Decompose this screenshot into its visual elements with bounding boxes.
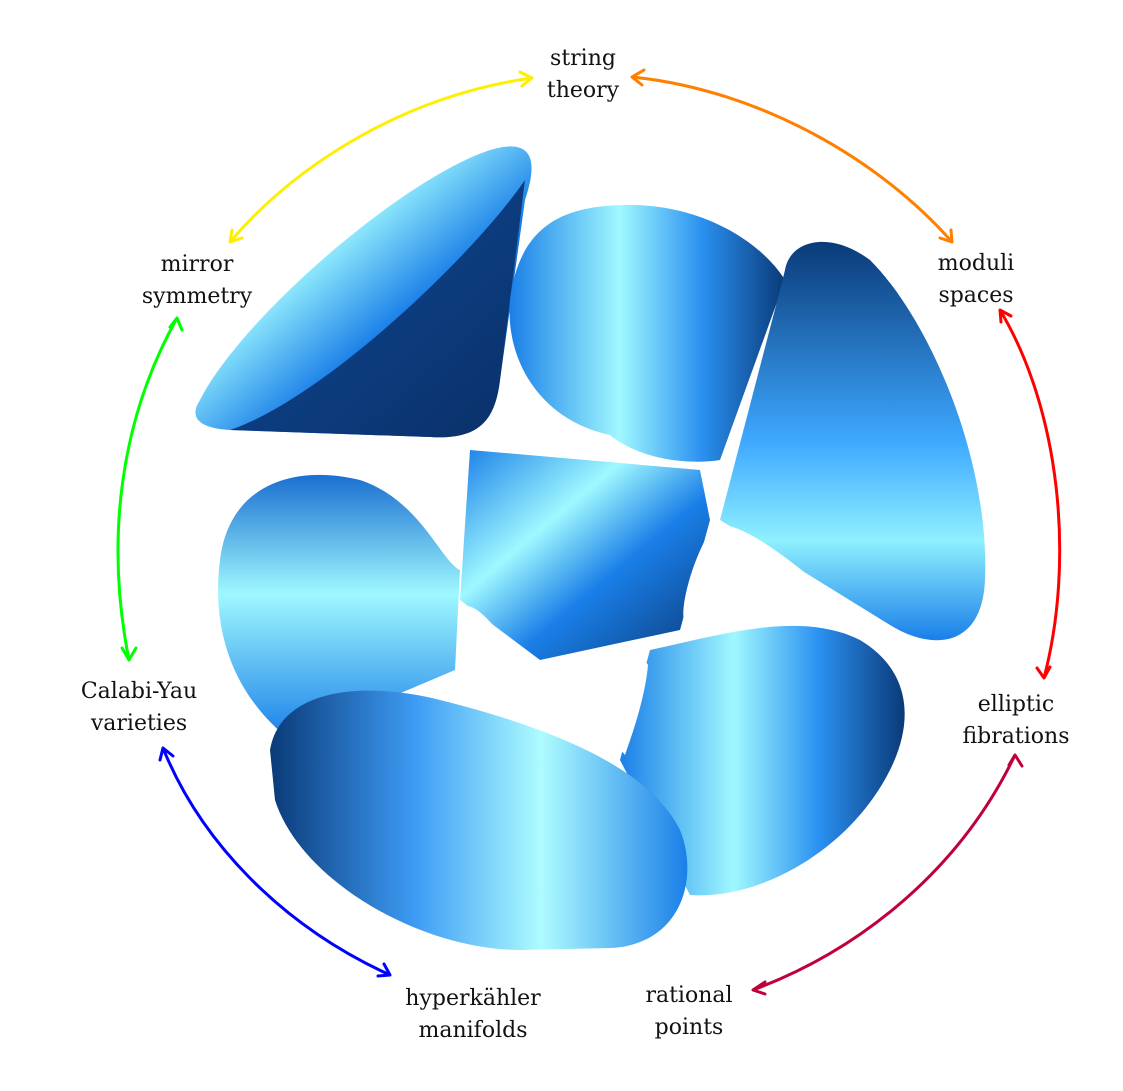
surface-cone-bottom [270,690,688,950]
node-label-line: symmetry [141,284,253,309]
node-label-line: rational [645,983,733,1008]
surface-center [460,450,710,660]
node-string-theory: string theory [547,43,619,107]
node-label-line: varieties [90,711,188,736]
surface-hole-3 [458,606,510,670]
arrow-moduli-elliptic [998,309,1062,679]
node-label-line: elliptic [977,692,1055,717]
surface-hole-1 [683,524,820,636]
surface-cone-top [509,205,785,462]
node-label-line: mirror [160,252,234,277]
node-moduli-spaces: moduli spaces [938,248,1014,312]
surface-cone-top-left-inner [230,180,525,438]
arrow-string-moduli [631,75,954,243]
node-label-line: hyperkähler [405,986,541,1011]
node-label-line: string [550,46,616,71]
node-label-line: spaces [938,283,1014,308]
node-label-line: manifolds [418,1018,528,1043]
surface-cone-left [218,474,460,740]
surface-hole-2 [559,657,648,755]
node-label-line: Calabi-Yau [80,679,198,704]
calabi-yau-surface [195,146,986,950]
node-calabi-yau-varieties: Calabi-Yau varieties [81,676,197,740]
node-mirror-symmetry: mirror symmetry [142,249,252,313]
arrow-mirror-string [228,76,533,243]
arrows [116,68,1062,996]
surface-cone-bottom-right [620,625,905,896]
node-rational-points: rational points [645,980,732,1044]
node-label-line: fibrations [962,724,1070,749]
node-hyperkahler-manifolds: hyperkähler manifolds [405,983,540,1047]
node-label-line: theory [546,78,620,103]
arrow-hyperkahler-calabi [161,747,391,977]
arrow-calabi-mirror [116,317,179,661]
node-label-line: points [654,1015,724,1040]
node-label-line: moduli [937,251,1015,276]
node-elliptic-fibrations: elliptic fibrations [963,689,1070,753]
arrow-elliptic-rational [752,754,1017,992]
surface-cone-right [720,241,986,641]
